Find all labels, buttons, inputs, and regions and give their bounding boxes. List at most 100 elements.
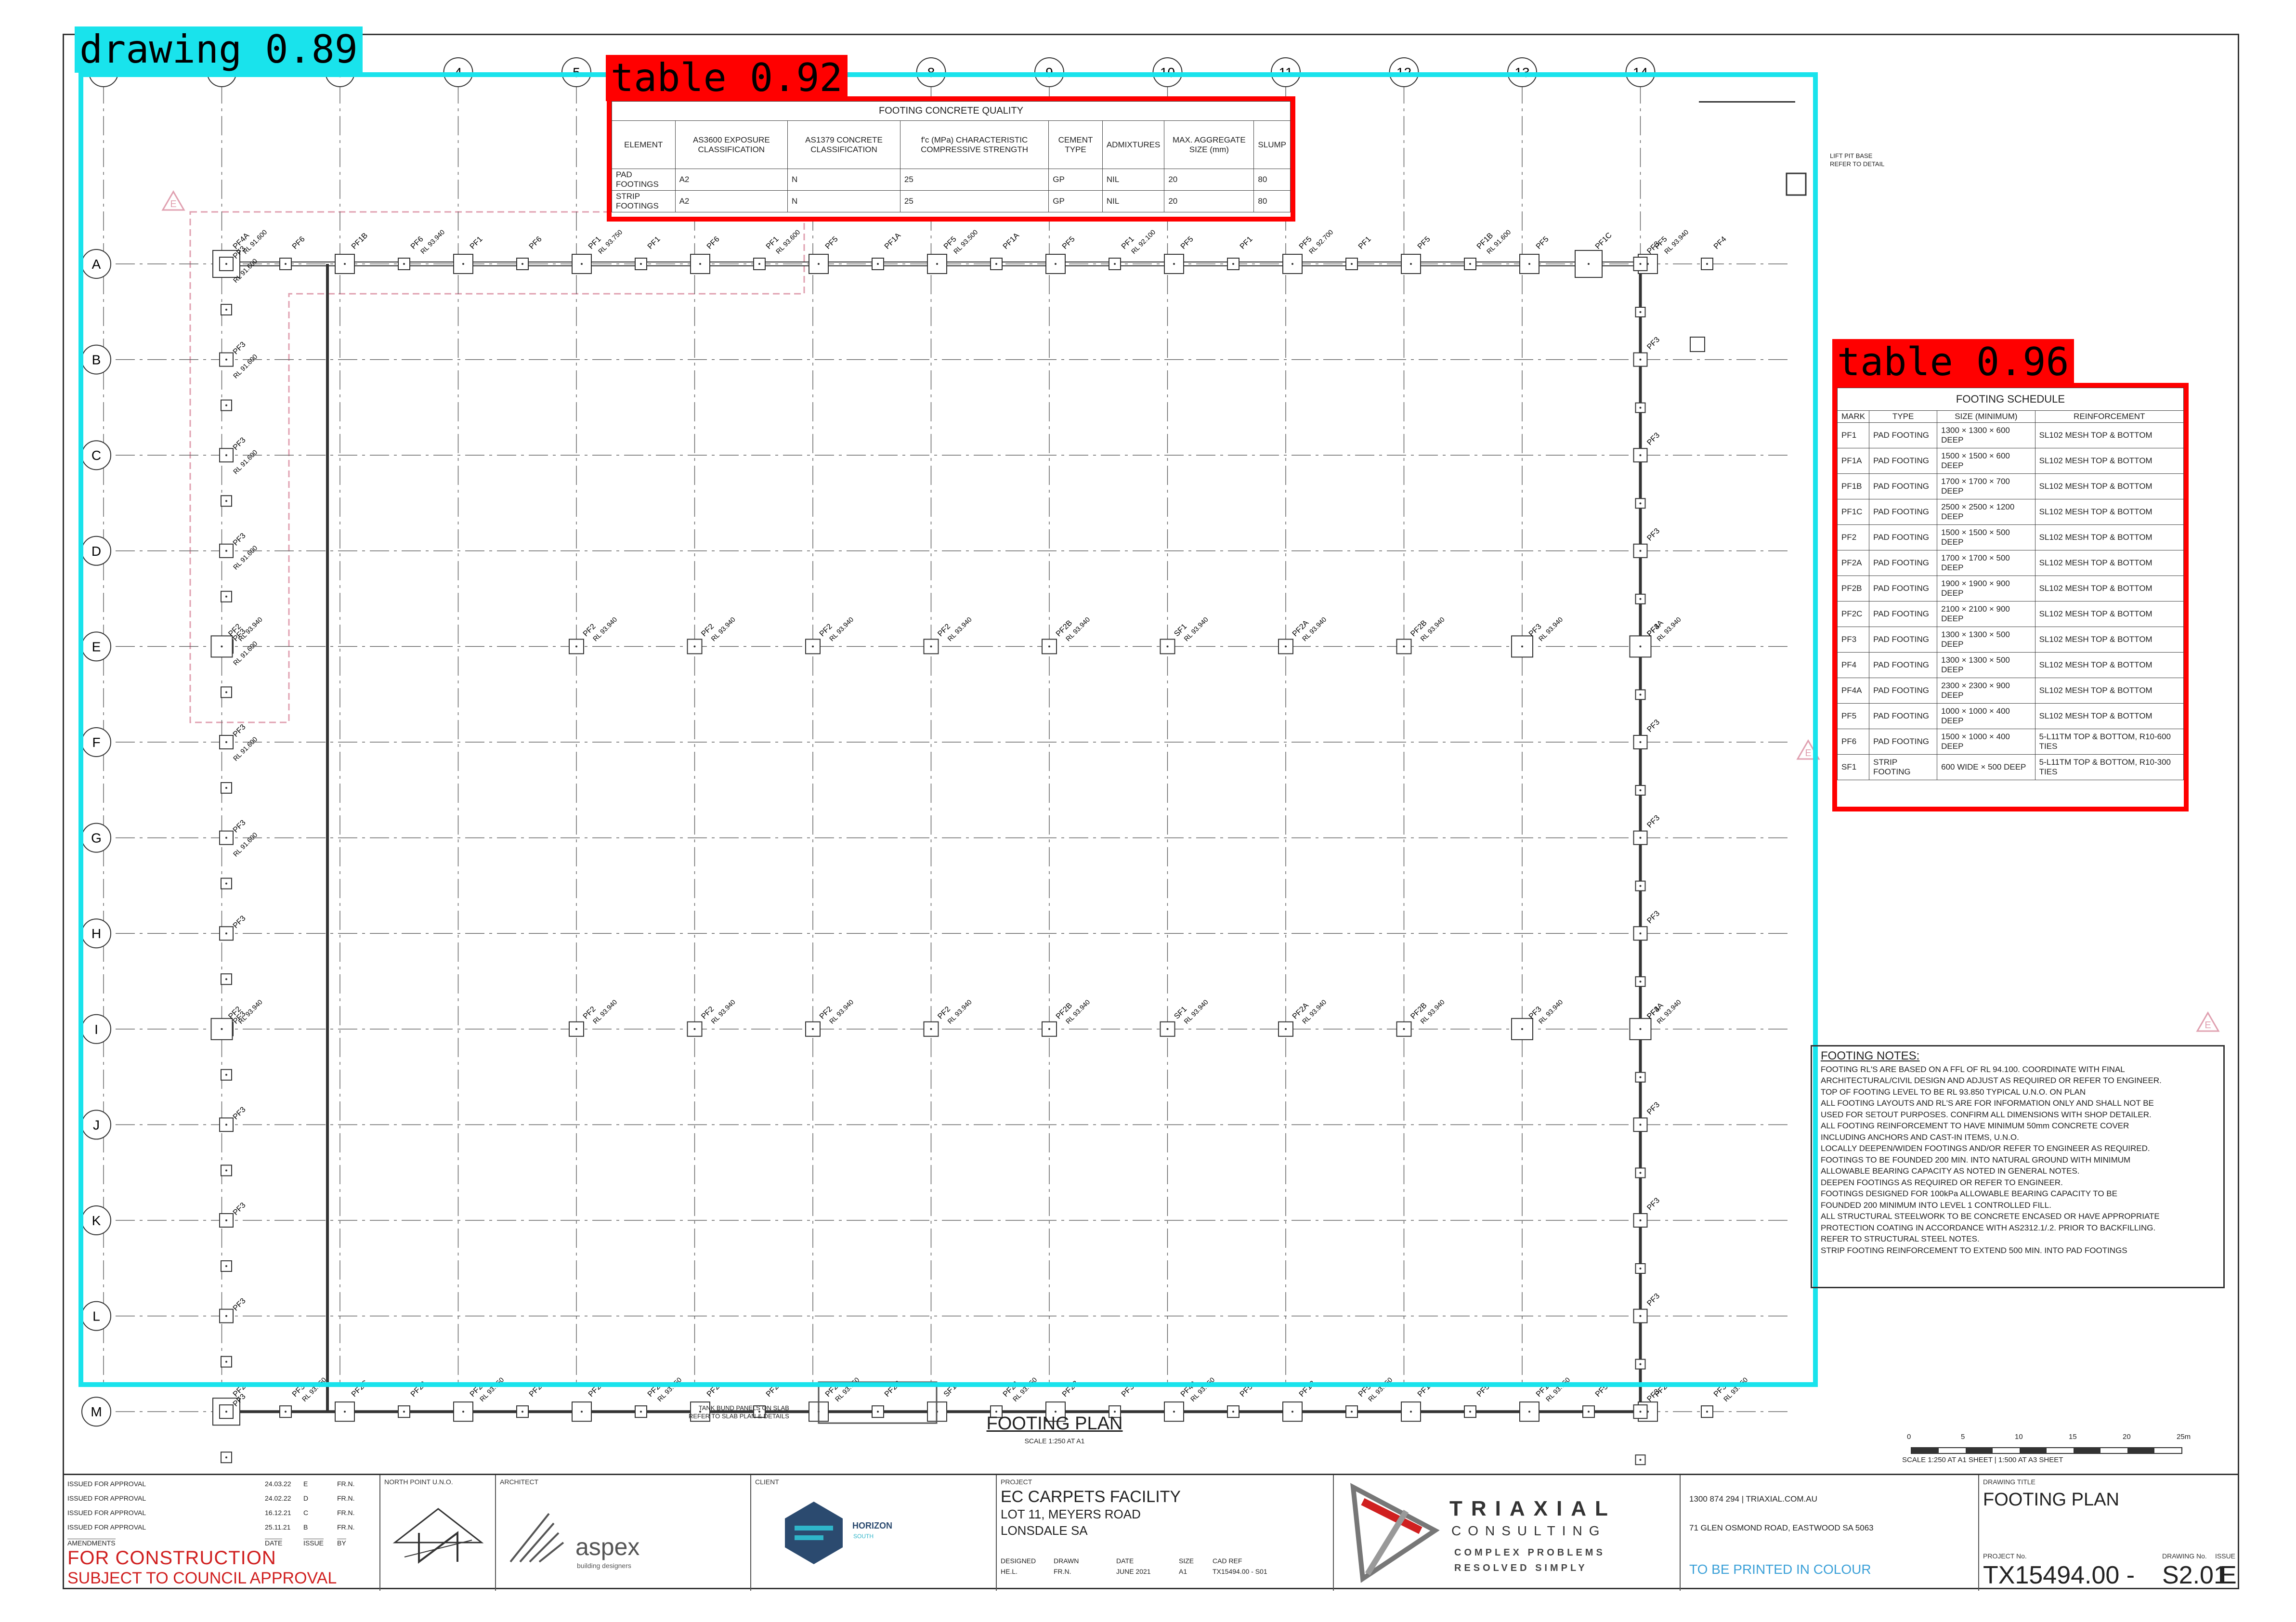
pad-centre [930,1028,932,1030]
footing-note-line: ALLOWABLE BEARING CAPACITY AS NOTED IN G… [1821,1166,2080,1176]
contact-cell: 1300 874 294 | TRIAXIAL.COM.AU 71 GLEN O… [1681,1475,1979,1591]
schedule-cell: SL102 MESH TOP & BOTTOM [2035,499,2184,525]
pad-centre [462,1411,464,1413]
contact-phone: 1300 874 294 | TRIAXIAL.COM.AU [1689,1494,1817,1504]
schedule-cell: SL102 MESH TOP & BOTTOM [2035,601,2184,627]
pad-footing [279,1405,292,1418]
pad-footing [453,254,473,274]
pad-centre [1639,1459,1642,1461]
pad-centre [1639,1028,1642,1030]
pad-centre [1285,1028,1287,1030]
pad-centre [1055,263,1057,265]
tank-note-line-2: REFER TO SLAB PLAN & DETAILS [689,1413,789,1420]
construction-stamp: FOR CONSTRUCTION [67,1547,276,1569]
project-meta-value: A1 [1179,1568,1187,1575]
pad-footing [219,830,234,845]
pad-centre [225,1169,227,1172]
architect-name: aspex [575,1533,640,1560]
footing-note-line: STRIP FOOTING REINFORCEMENT TO EXTEND 50… [1821,1245,2127,1255]
pad-centre [699,1411,701,1413]
pad-centre [995,263,997,265]
grid-label-row: C [91,448,101,463]
revision-cell: C [303,1509,309,1517]
revision-cell: FR.N. [337,1494,355,1502]
pad-centre [699,263,701,265]
schedule-cell: PF1A [1837,448,1870,474]
pad-centre [1639,837,1642,839]
schedule-cell: 1000 × 1000 × 400 DEEP [1937,703,2035,729]
pad-centre [936,263,938,265]
schedule-cell: SL102 MESH TOP & BOTTOM [2035,576,2184,602]
revision-header: BY [337,1539,346,1547]
schedule-header: MARK [1837,410,1870,423]
schedule-cell: PF1B [1837,473,1870,499]
pad-centre [1639,1172,1642,1174]
schedule-cell: PAD FOOTING [1869,473,1938,499]
footing-note-line: FOOTING RL'S ARE BASED ON A FFL OF RL 94… [1821,1064,2125,1074]
schedule-cell: PF5 [1837,703,1870,729]
pad-centre [1639,502,1642,505]
concrete-quality-header: SLUMP [1253,120,1291,169]
pad-centre [1292,1411,1293,1413]
schedule-cell: SL102 MESH TOP & BOTTOM [2035,627,2184,653]
pad-centre [1351,263,1353,265]
revision-cell: B [303,1523,308,1531]
pad-centre [403,263,405,265]
schedule-cell: PF2 [1837,524,1870,550]
pad-centre [225,309,227,311]
project-meta-header: DRAWN [1054,1557,1079,1565]
council-stamp: SUBJECT TO COUNCIL APPROVAL [67,1569,337,1587]
schedule-cell: SL102 MESH TOP & BOTTOM [2035,524,2184,550]
pad-centre [225,358,227,361]
company-sub: CONSULTING [1451,1523,1606,1538]
pad-centre [1588,1411,1590,1413]
schedule-cell: 2100 × 2100 × 900 DEEP [1937,601,2035,627]
concrete-quality-header: MAX. AGGREGATE SIZE (mm) [1164,120,1254,169]
pad-centre [1639,932,1642,935]
pad-centre [1528,263,1530,265]
pad-centre [1469,263,1471,265]
schedule-cell: 600 WIDE × 500 DEEP [1937,754,2035,780]
drawing-detection-box [78,72,1818,1387]
schedule-cell: 1500 × 1500 × 600 DEEP [1937,448,2035,474]
pad-footing [1164,1401,1184,1422]
pad-footing [1160,639,1175,654]
schedule-cell: PF6 [1837,729,1870,755]
concrete-quality-cell: STRIP FOOTINGS [612,190,676,212]
concrete-quality-header: ADMIXTURES [1102,120,1165,169]
pad-centre [1232,263,1234,265]
revision-header: AMENDMENTS [67,1539,116,1547]
pad-centre [1285,645,1287,648]
pad-centre [1166,645,1169,648]
plan-title: FOOTING PLAN [986,1413,1123,1434]
contact-address: 71 GLEN OSMOND ROAD, EASTWOOD SA 5063 [1689,1523,1874,1532]
triaxial-logo-icon [1350,1483,1440,1583]
schedule-cell: 5-L11TM TOP & BOTTOM, R10-600 TIES [2035,729,2184,755]
footing-note-line: ALL FOOTING REINFORCEMENT TO HAVE MINIMU… [1821,1121,2129,1130]
north-arrow-icon [392,1508,484,1564]
lift-pit-note: LIFT PIT BASE REFER TO DETAIL [1830,152,1884,168]
concrete-quality-cell: GP [1048,190,1103,212]
schedule-cell: 1700 × 1700 × 700 DEEP [1937,473,2035,499]
pad-centre [1173,1411,1175,1413]
pad-footing [1164,254,1184,274]
footing-notes-list: FOOTING RL'S ARE BASED ON A FFL OF RL 94… [1821,1064,2215,1256]
revision-cell: FR.N. [337,1523,355,1531]
concrete-quality-cell: 20 [1164,190,1254,212]
schedule-header: SIZE (MINIMUM) [1937,410,2035,423]
pad-footing [687,1021,703,1037]
revision-marker: E [1805,748,1811,759]
schedule-cell: SL102 MESH TOP & BOTTOM [2035,422,2184,448]
concrete-quality-cell: NIL [1102,190,1165,212]
pad-footing [1633,352,1648,367]
pad-centre [1521,1028,1523,1030]
project-meta-header: SIZE [1179,1557,1194,1565]
footing-note-line: PROTECTION COATING IN ACCORDANCE WITH AS… [1821,1223,2156,1232]
pad-centre [225,1456,227,1459]
schedule-cell: PAD FOOTING [1869,550,1938,576]
pad-centre [1403,645,1405,648]
pad-centre [818,263,820,265]
